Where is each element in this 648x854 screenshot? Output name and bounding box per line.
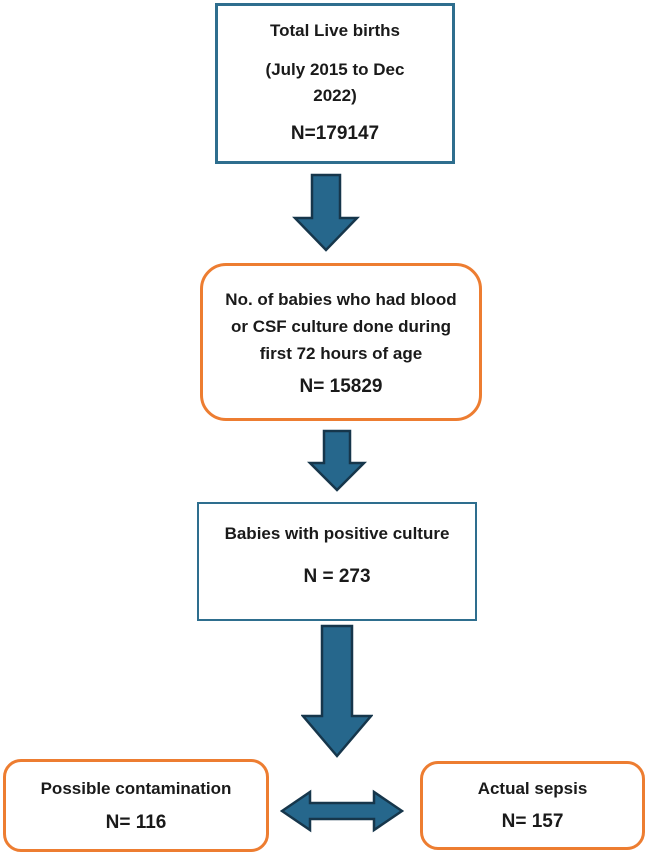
positive-culture-count: N = 273 <box>303 566 371 587</box>
positive-culture-box: Babies with positive culture N = 273 <box>197 502 477 621</box>
total-births-title: Total Live births <box>269 21 401 40</box>
down-arrow-icon <box>292 173 360 252</box>
possible-contamination-count: N= 116 <box>105 812 167 833</box>
down-arrow-icon <box>301 624 373 758</box>
possible-contamination-box: Possible contamination N= 116 <box>3 759 269 852</box>
cultures-done-label: No. of babies who had blood or CSF cultu… <box>225 290 457 363</box>
left-right-arrow-icon <box>280 789 404 833</box>
total-live-births-box: Total Live births (July 2015 to Dec 2022… <box>215 3 455 164</box>
actual-sepsis-label: Actual sepsis <box>477 779 588 798</box>
cultures-done-count: N= 15829 <box>299 376 383 397</box>
total-births-period: (July 2015 to Dec 2022) <box>265 60 405 105</box>
down-arrow-icon <box>307 429 367 492</box>
positive-culture-label: Babies with positive culture <box>224 524 450 543</box>
cultures-done-box: No. of babies who had blood or CSF cultu… <box>200 263 482 421</box>
actual-sepsis-box: Actual sepsis N= 157 <box>420 761 645 850</box>
possible-contamination-label: Possible contamination <box>40 779 232 798</box>
total-births-count: N=179147 <box>290 123 380 144</box>
actual-sepsis-count: N= 157 <box>501 811 564 832</box>
